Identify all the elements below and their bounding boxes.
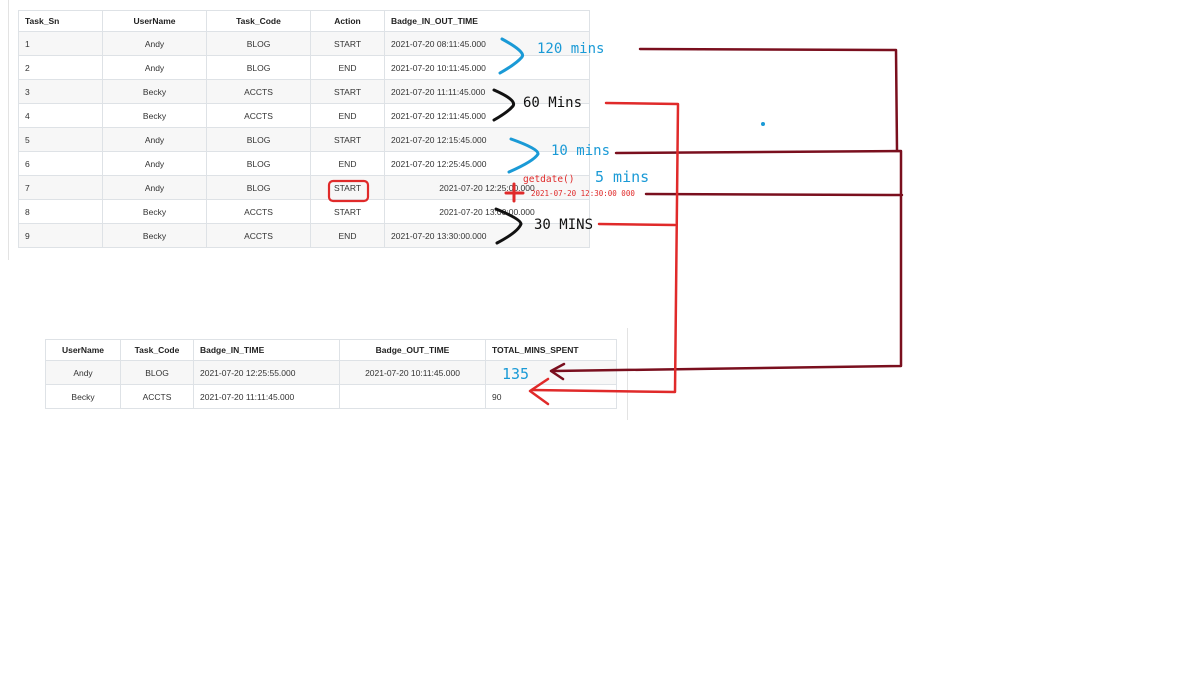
task-code-cell: BLOG xyxy=(206,31,311,56)
right-divider xyxy=(627,328,628,420)
bracket-blue-120 xyxy=(498,37,525,75)
task-sn-cell: 2 xyxy=(18,55,103,80)
andy-connector-lines xyxy=(549,47,904,381)
action-cell: END xyxy=(310,223,385,248)
table-row[interactable]: Andy BLOG 2021-07-20 12:25:55.000 2021-0… xyxy=(45,360,617,385)
table-row[interactable]: 3 Becky ACCTS START 2021-07-20 11:11:45.… xyxy=(18,79,590,104)
task-log-table: Task_Sn UserName Task_Code Action Badge_… xyxy=(18,10,590,248)
action-cell: START xyxy=(310,127,385,152)
left-divider xyxy=(0,0,9,260)
table-row[interactable]: Becky ACCTS 2021-07-20 11:11:45.000 90 xyxy=(45,384,617,409)
annotation-getdate-value: 2021-07-20 12:30:00 000 xyxy=(531,189,635,198)
task-code-cell: ACCTS xyxy=(120,384,194,409)
table-row[interactable]: 4 Becky ACCTS END 2021-07-20 12:11:45.00… xyxy=(18,103,590,128)
becky-connector-lines xyxy=(528,101,680,406)
annotation-total-135: 135 xyxy=(502,365,530,383)
annotation-5-mins: 5 mins xyxy=(595,168,650,186)
username-cell: Andy xyxy=(102,127,207,152)
badge-time-cell: 2021-07-20 11:11:45.000 xyxy=(384,79,590,104)
badge-time-cell: 2021-07-20 13:30:00.000 xyxy=(384,223,590,248)
action-cell: END xyxy=(310,103,385,128)
username-cell: Becky xyxy=(45,384,121,409)
action-cell: START xyxy=(310,79,385,104)
task-sn-cell: 8 xyxy=(18,199,103,224)
table-row[interactable]: 9 Becky ACCTS END 2021-07-20 13:30:00.00… xyxy=(18,223,590,248)
annotation-10-mins: 10 mins xyxy=(551,143,611,159)
annotation-60-mins: 60 Mins xyxy=(523,95,583,111)
bracket-black-30 xyxy=(494,207,523,245)
task-sn-cell: 9 xyxy=(18,223,103,248)
table-row[interactable]: 8 Becky ACCTS START 2021-07-20 13:00:00.… xyxy=(18,199,590,224)
task-log-header-row: Task_Sn UserName Task_Code Action Badge_… xyxy=(18,10,590,32)
result-table: UserName Task_Code Badge_IN_TIME Badge_O… xyxy=(45,339,617,409)
total-mins-cell: 90 xyxy=(485,384,617,409)
username-cell: Becky xyxy=(102,103,207,128)
table-row[interactable]: 5 Andy BLOG START 2021-07-20 12:15:45.00… xyxy=(18,127,590,152)
annotation-120-mins: 120 mins xyxy=(537,41,605,57)
dot-mark xyxy=(761,122,765,126)
task-sn-cell: 7 xyxy=(18,175,103,200)
action-cell-highlighted: START xyxy=(310,175,385,200)
table-row[interactable]: 1 Andy BLOG START 2021-07-20 08:11:45.00… xyxy=(18,31,590,56)
bracket-black-60 xyxy=(492,88,516,122)
username-cell: Becky xyxy=(102,223,207,248)
table-row[interactable]: 6 Andy BLOG END 2021-07-20 12:25:45.000 xyxy=(18,151,590,176)
annotation-30-mins: 30 MINS xyxy=(534,217,594,233)
task-code-cell: ACCTS xyxy=(206,103,311,128)
bracket-blue-10 xyxy=(507,137,540,174)
task-code-cell: ACCTS xyxy=(206,199,311,224)
action-cell: END xyxy=(310,151,385,176)
task-code-cell: BLOG xyxy=(206,151,311,176)
table-row[interactable]: 2 Andy BLOG END 2021-07-20 10:11:45.000 xyxy=(18,55,590,80)
badge-time-cell: 2021-07-20 12:15:45.000 xyxy=(384,127,590,152)
highlight-box xyxy=(327,179,370,203)
badge-time-cell: 2021-07-20 10:11:45.000 xyxy=(384,55,590,80)
annotation-getdate: getdate() xyxy=(523,174,575,185)
table-row[interactable]: 7 Andy BLOG START 2021-07-20 12:25:00.00… xyxy=(18,175,590,200)
task-code-cell: BLOG xyxy=(206,127,311,152)
badge-in-time-cell: 2021-07-20 11:11:45.000 xyxy=(193,384,340,409)
task-sn-cell: 4 xyxy=(18,103,103,128)
badge-time-cell: 2021-07-20 12:25:00.000 xyxy=(384,175,590,200)
badge-time-cell: 2021-07-20 12:11:45.000 xyxy=(384,103,590,128)
task-code-cell: BLOG xyxy=(206,55,311,80)
task-sn-cell: 1 xyxy=(18,31,103,56)
badge-in-time-cell: 2021-07-20 12:25:55.000 xyxy=(193,360,340,385)
badge-time-cell: 2021-07-20 08:11:45.000 xyxy=(384,31,590,56)
task-sn-cell: 3 xyxy=(18,79,103,104)
action-cell: START xyxy=(310,199,385,224)
task-code-cell: ACCTS xyxy=(206,223,311,248)
task-code-cell: BLOG xyxy=(206,175,311,200)
plus-icon xyxy=(504,182,525,203)
badge-out-time-cell xyxy=(339,384,486,409)
action-cell: START xyxy=(310,31,385,56)
task-sn-cell: 5 xyxy=(18,127,103,152)
